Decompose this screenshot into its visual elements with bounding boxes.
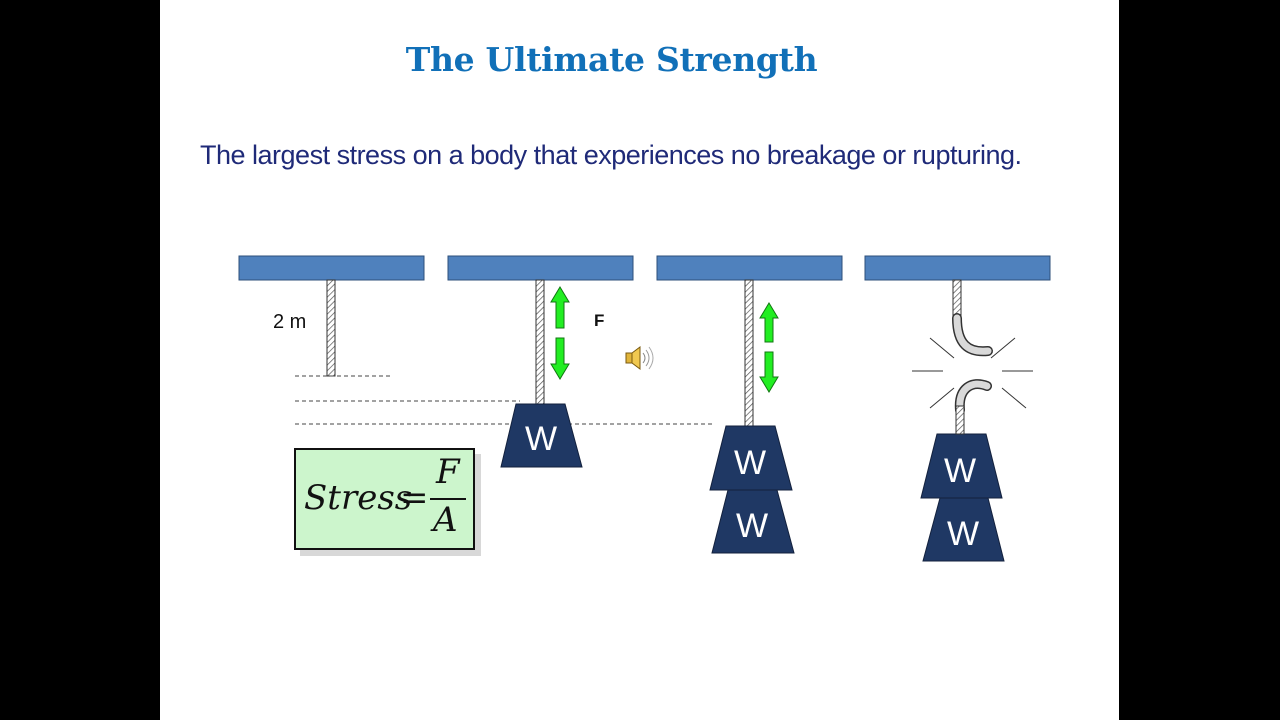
slide-title: The Ultimate Strength [405, 40, 818, 79]
weight-4-top [920, 433, 1003, 499]
weight-3-bottom [711, 489, 795, 554]
formula-denominator: A [433, 500, 458, 540]
ceiling-beam-4 [864, 255, 1051, 281]
rod-2 [535, 279, 545, 405]
weight-2 [500, 403, 583, 468]
broken-rod-lower-hook [954, 379, 992, 435]
ceiling-beam-1 [238, 255, 425, 281]
broken-rod-upper-hook [952, 279, 993, 357]
force-arrow-up-2 [550, 286, 570, 329]
slide: The Ultimate Strength The largest stress… [160, 0, 1119, 720]
fraction-bar [430, 498, 466, 500]
stress-formula-box: Stress = F A [294, 448, 475, 550]
speaker-icon [625, 346, 654, 370]
weight-label-3-top: W [734, 444, 766, 482]
weight-3-top [709, 425, 793, 491]
formula-numerator: F [436, 452, 460, 492]
rod-3 [744, 279, 754, 427]
weight-label-3-bottom: W [736, 507, 768, 545]
force-label: F [594, 311, 605, 330]
stress-diagram: W W W W W [238, 255, 1051, 562]
force-arrow-down-3 [759, 351, 779, 393]
ceiling-beam-2 [447, 255, 634, 281]
weight-label-2: W [525, 420, 557, 458]
definition-text: The largest stress on a body that experi… [200, 140, 1022, 170]
weight-label-4-bottom: W [947, 515, 979, 553]
stress-formula: Stress = F A [296, 450, 473, 548]
formula-lhs: Stress [304, 478, 413, 518]
weight-4-bottom [922, 497, 1005, 562]
formula-equals: = [400, 478, 429, 518]
force-arrow-down-2 [550, 337, 570, 380]
weight-label-4-top: W [944, 452, 976, 490]
snap-burst-icon [912, 337, 1033, 409]
force-arrow-up-3 [759, 302, 779, 343]
ceiling-beam-3 [656, 255, 843, 281]
length-label: 2 m [273, 311, 307, 333]
rod-1 [326, 279, 336, 377]
